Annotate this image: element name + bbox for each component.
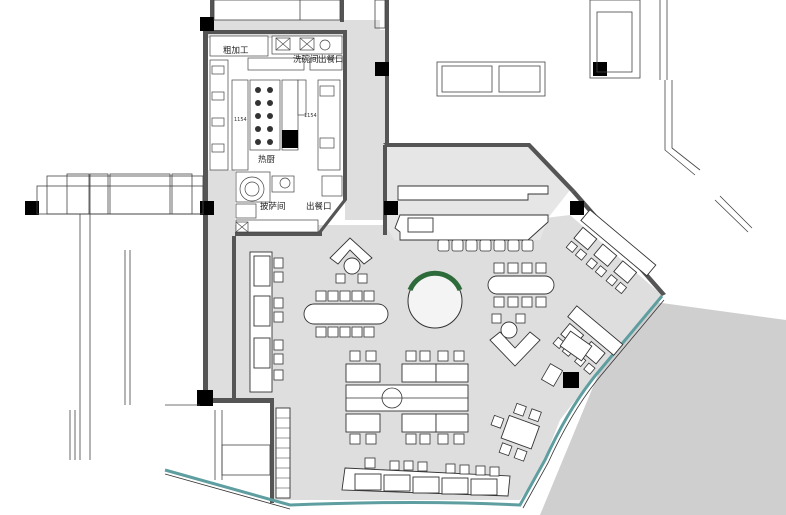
label-rough-prep: 粗加工 (223, 45, 249, 56)
round-planter (407, 270, 463, 329)
label-pizza-room: 披萨间 (260, 201, 286, 212)
center-tables (345, 350, 469, 445)
glass-facade (164, 295, 664, 507)
oval-table-left (303, 290, 389, 338)
corner-sofa-right (489, 313, 541, 367)
label-hot-kitchen: 热厨 (258, 154, 276, 165)
dimension-left: 1154 (234, 117, 247, 123)
corner-sofa-top (329, 237, 373, 284)
bar-counter (394, 185, 549, 241)
room-labels: 粗加工 洗碗间 出餐口 热厨 披萨间 出餐口 1154 1154 (223, 45, 344, 212)
window-bench-bottom (341, 457, 511, 497)
entry-stair (275, 407, 291, 499)
bar-stools (437, 239, 534, 252)
label-dishwashing: 洗碗间 (293, 54, 319, 65)
oval-table-right (487, 262, 555, 308)
dimension-right: 1154 (304, 113, 317, 119)
left-booths (249, 251, 284, 393)
label-serving-out-bottom: 出餐口 (306, 201, 332, 212)
right-booths (540, 209, 657, 387)
label-serving-out-top: 出餐口 (318, 54, 344, 65)
external-outlines (36, 0, 753, 480)
lower-right-tables (490, 402, 542, 462)
kitchen-equipment (209, 35, 343, 233)
exterior-plaza (540, 300, 786, 515)
interior-floor (205, 20, 662, 500)
